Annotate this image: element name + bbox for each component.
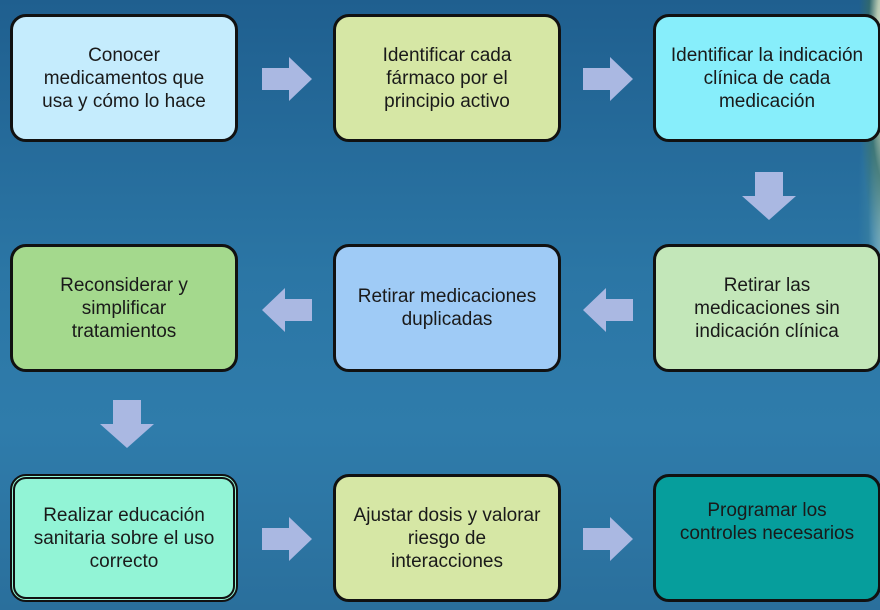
step-programar-controles: Programar los controles necesarios	[653, 474, 880, 602]
step-label: Ajustar dosis y valorar riesgo de intera…	[353, 504, 541, 572]
step-label: Programar los controles necesarios	[679, 500, 855, 544]
step-reconsiderar-tratamientos: Reconsiderar y simplificar tratamientos	[10, 244, 238, 372]
step-retirar-sin-indicacion: Retirar las medicaciones sin indicación …	[653, 244, 880, 372]
step-educacion-sanitaria: Realizar educación sanitaria sobre el us…	[10, 474, 238, 602]
arrow-down-icon	[742, 172, 796, 220]
step-identificar-indicacion: Identificar la indicación clínica de cad…	[653, 14, 880, 142]
step-conocer-medicamentos: Conocer medicamentos que usa y cómo lo h…	[10, 14, 238, 142]
step-label: Retirar medicaciones duplicadas	[357, 286, 537, 330]
step-label: Identificar cada fármaco por el principi…	[382, 44, 512, 112]
step-label: Conocer medicamentos que usa y cómo lo h…	[42, 44, 206, 112]
arrow-left-icon	[583, 288, 633, 332]
arrow-down-icon	[100, 400, 154, 448]
step-identificar-farmaco: Identificar cada fármaco por el principi…	[333, 14, 561, 142]
step-ajustar-dosis: Ajustar dosis y valorar riesgo de intera…	[333, 474, 561, 602]
step-label: Retirar las medicaciones sin indicación …	[694, 274, 840, 342]
step-label: Realizar educación sanitaria sobre el us…	[33, 504, 215, 572]
arrow-right-icon	[583, 517, 633, 561]
arrow-right-icon	[583, 57, 633, 101]
arrow-right-icon	[262, 57, 312, 101]
step-label: Identificar la indicación clínica de cad…	[670, 44, 864, 112]
arrow-left-icon	[262, 288, 312, 332]
step-retirar-duplicadas: Retirar medicaciones duplicadas	[333, 244, 561, 372]
step-label: Reconsiderar y simplificar tratamientos	[60, 274, 188, 342]
arrow-right-icon	[262, 517, 312, 561]
